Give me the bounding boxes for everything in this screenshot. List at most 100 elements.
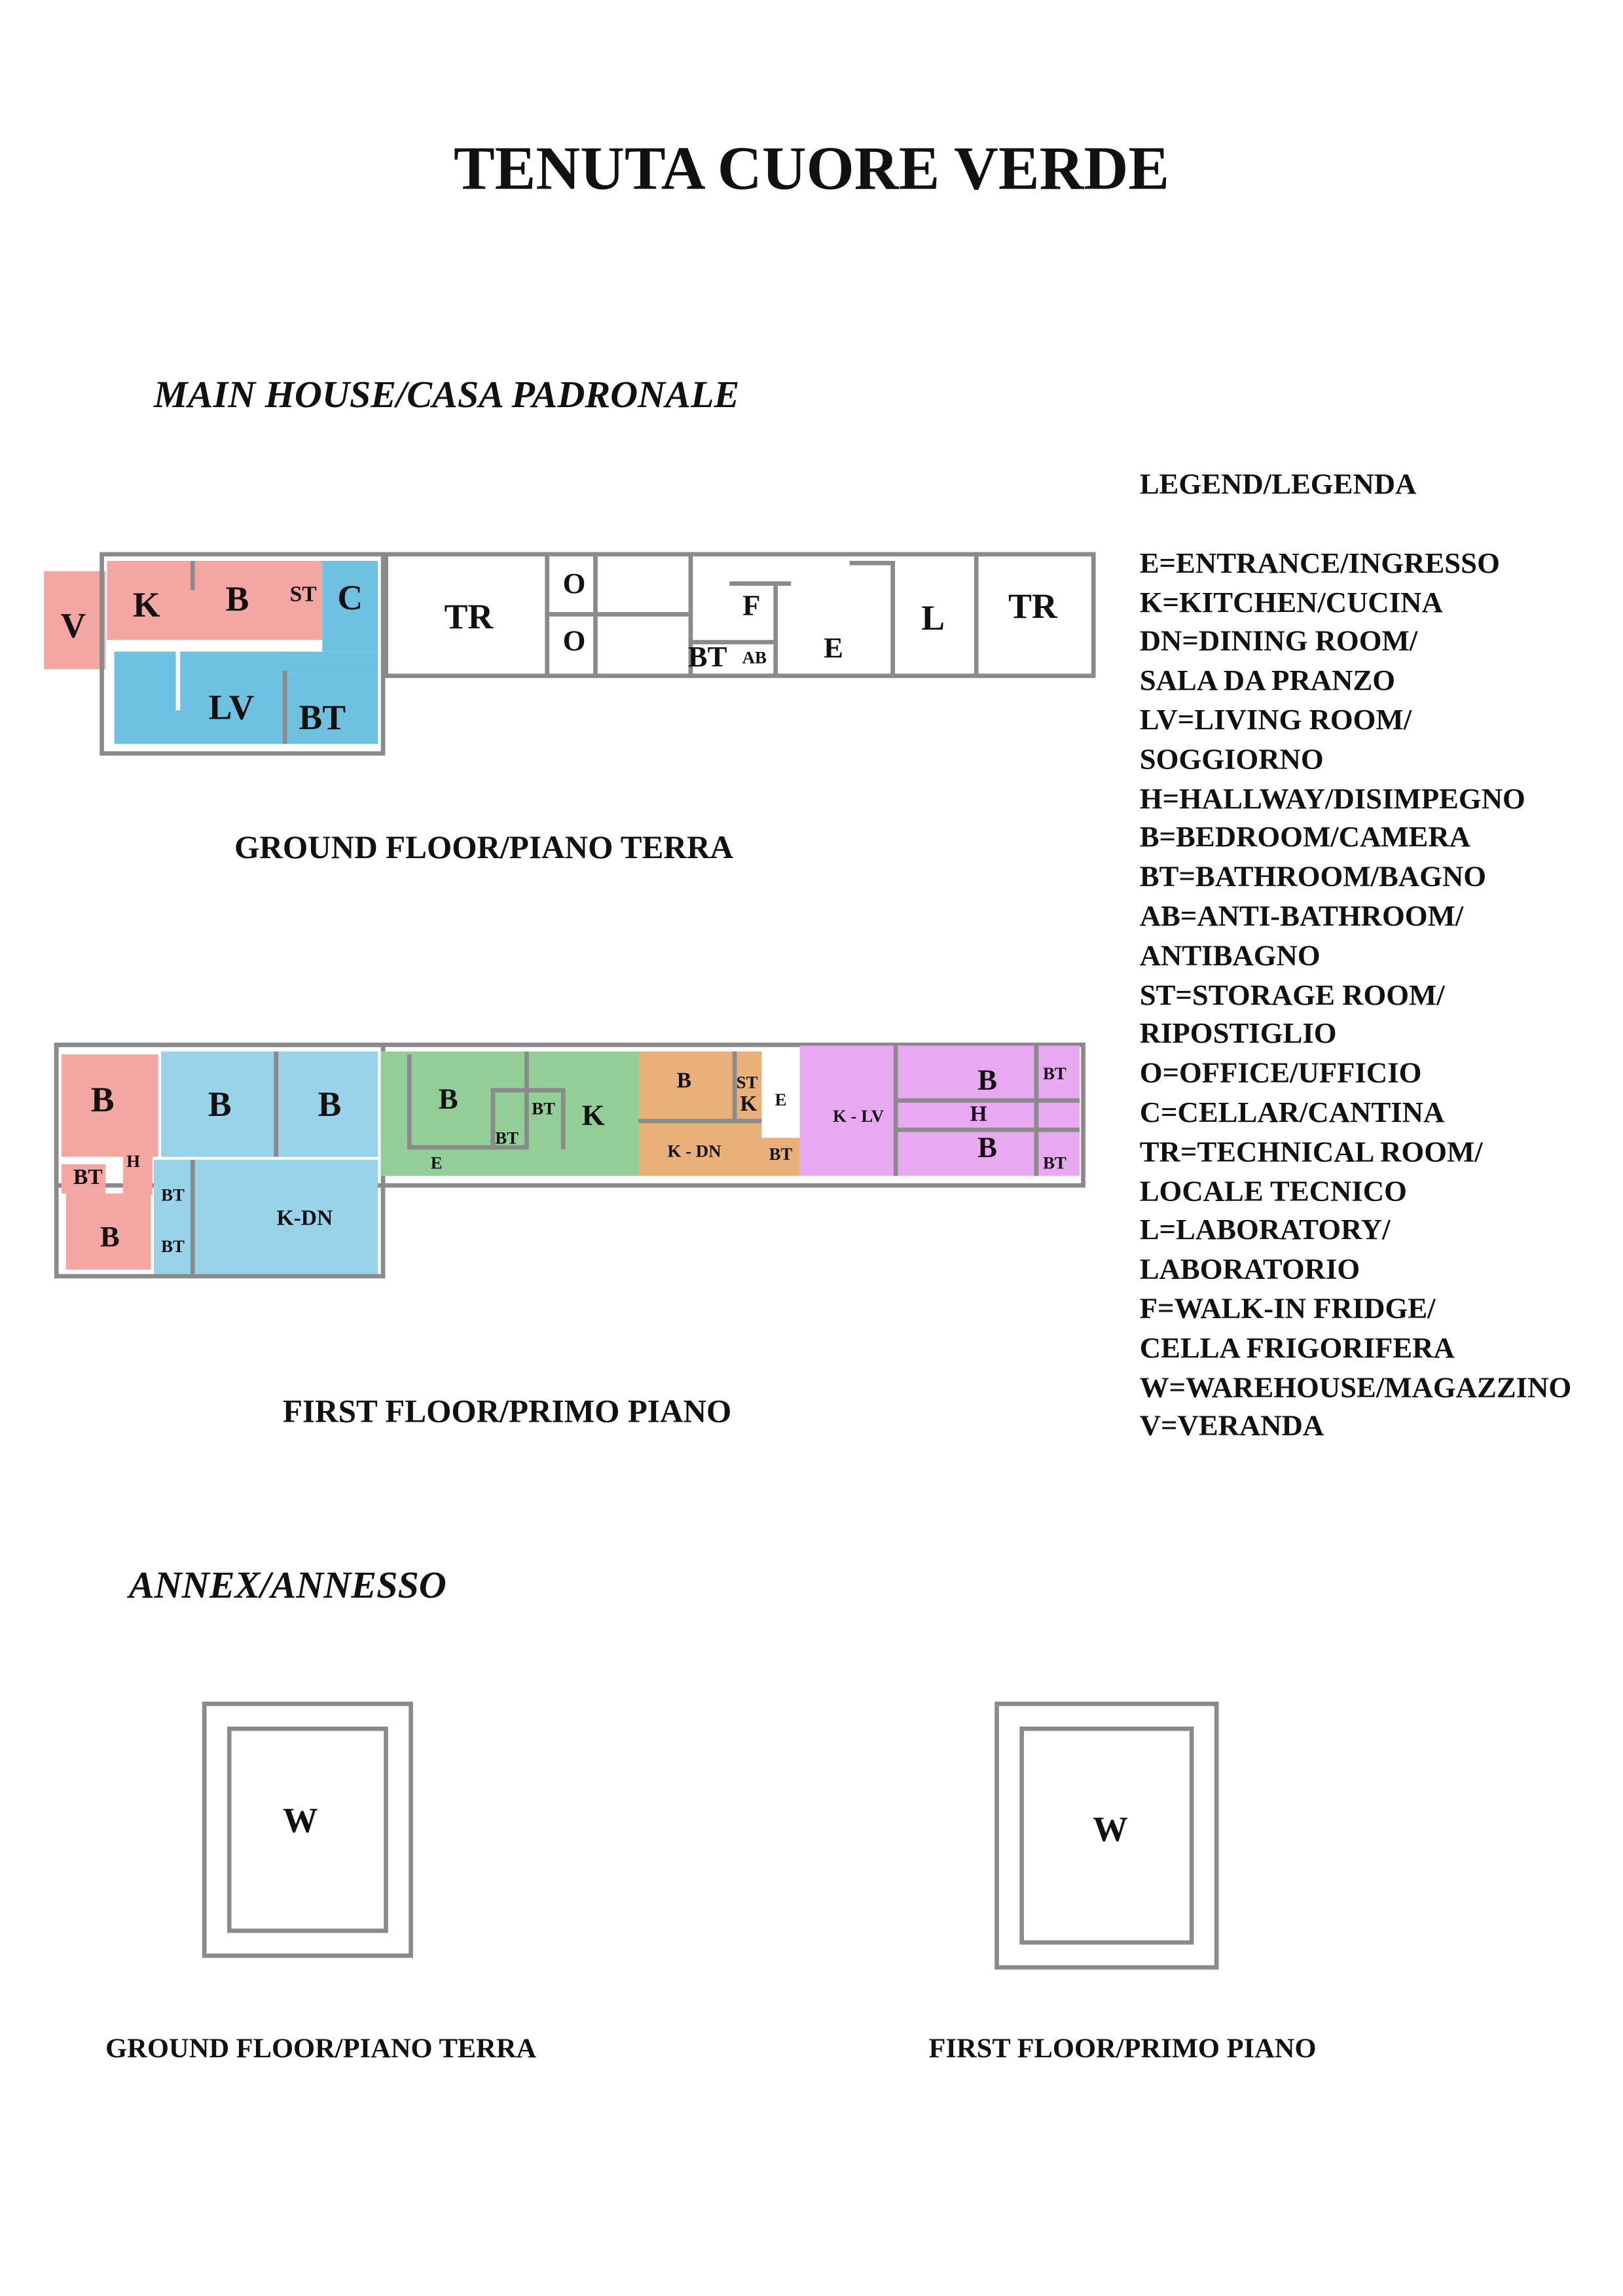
room-label: B [676, 1069, 692, 1094]
legend-line: E=ENTRANCE/INGRESSO [1139, 547, 1500, 580]
room-label: B [100, 1221, 120, 1254]
room-label: K-DN [276, 1207, 333, 1231]
room-label: LV [208, 689, 255, 728]
legend-line: RIPOSTIGLIO [1139, 1018, 1337, 1051]
wall-line [974, 552, 979, 678]
legend-line: BT=BATHROOM/BAGNO [1139, 861, 1487, 894]
legend-line: V=VERANDA [1139, 1410, 1324, 1443]
wall-line [688, 552, 693, 678]
room-label: K [132, 587, 160, 626]
room-label: F [742, 590, 761, 622]
room-bathroom [61, 1164, 106, 1194]
legend-line: SOGGIORNO [1139, 744, 1324, 776]
room-label: BT [495, 1127, 519, 1149]
wall-line [282, 670, 287, 744]
room-kitchen-dining [153, 1160, 378, 1274]
room-label: O [562, 568, 586, 601]
room-label: BT [687, 641, 727, 674]
legend-line: H=HALLWAY/DISIMPEGNO [1139, 783, 1525, 816]
annex-first-floor-caption: FIRST FLOOR/PRIMO PIANO [928, 2034, 1317, 2065]
room-label: O [562, 625, 586, 658]
legend-line: B=BEDROOM/CAMERA [1139, 822, 1470, 855]
room-bedrooms [161, 1051, 378, 1157]
first-floor-caption: FIRST FLOOR/PRIMO PIANO [282, 1392, 732, 1429]
room-label: E [430, 1152, 443, 1174]
legend-line: F=WALK-IN FRIDGE/ [1139, 1293, 1436, 1325]
room-label: B [977, 1132, 997, 1164]
wall-outline [100, 552, 386, 756]
room-label: K [740, 1093, 757, 1117]
wall-line [190, 1160, 195, 1274]
room-label: E [824, 632, 844, 665]
legend-line: SALA DA PRANZO [1139, 665, 1396, 698]
room-label: TR [1008, 588, 1057, 627]
room-label: H [126, 1151, 141, 1172]
wall-line [893, 1098, 1080, 1103]
legend-line: LABORATORIO [1139, 1253, 1360, 1286]
wall-line [545, 612, 692, 617]
room-label: W [1093, 1811, 1128, 1850]
annex-ground-floor-caption: GROUND FLOOR/PIANO TERRA [105, 2034, 537, 2065]
room-label: B [977, 1064, 997, 1097]
legend-line: ST=STORAGE ROOM/ [1139, 978, 1445, 1012]
ground-floor-caption: GROUND FLOOR/PIANO TERRA [234, 829, 734, 866]
room-label: BT [73, 1166, 103, 1190]
wall-line [849, 560, 891, 565]
legend-line: LV=LIVING ROOM/ [1139, 704, 1412, 737]
wall-line [407, 1145, 524, 1150]
wall-line [274, 1051, 279, 1157]
legend-line: DN=DINING ROOM/ [1139, 626, 1418, 658]
room-label: B [90, 1082, 115, 1121]
wall-line [773, 581, 778, 678]
wall-line [524, 1051, 529, 1150]
room-cellar [322, 560, 378, 652]
annex-first-floor-plan [994, 1701, 1219, 1970]
room-bedroom [61, 1054, 158, 1157]
room-label: V [60, 607, 86, 646]
room-label: L [921, 600, 945, 639]
room-k-b-st [107, 560, 323, 640]
room-label: BT [161, 1236, 185, 1257]
room-bathroom [758, 1138, 800, 1176]
room-label: BT [161, 1185, 185, 1206]
room-label: W [282, 1803, 318, 1841]
room-label: B [318, 1086, 342, 1125]
legend-line: K=KITCHEN/CUCINA [1139, 586, 1443, 619]
wall-line [1034, 1045, 1039, 1176]
room-label: BT [769, 1143, 793, 1164]
room-label: BT [1043, 1152, 1067, 1174]
wall-line [890, 560, 896, 678]
wall-line [688, 639, 774, 645]
annex-ground-floor-plan [202, 1701, 413, 1958]
wall-line [729, 581, 792, 586]
room-veranda [44, 571, 106, 670]
room-living [114, 651, 283, 744]
legend-line: CELLA FRIGORIFERA [1139, 1332, 1455, 1365]
room-label: H [970, 1103, 987, 1127]
wall-line [732, 1051, 737, 1119]
room-label: K [581, 1100, 605, 1132]
wall-outline [384, 552, 1096, 678]
wall-line [407, 1054, 412, 1145]
wall-line [638, 1119, 762, 1124]
wall-line [490, 1088, 561, 1093]
room-label: TR [444, 599, 494, 637]
main-house-heading: MAIN HOUSE/CASA PADRONALE [153, 373, 740, 416]
room-label: BT [299, 700, 346, 738]
legend-line: W=WAREHOUSE/MAGAZZINO [1139, 1371, 1572, 1404]
wall-line [560, 1088, 566, 1150]
wall-line [893, 1127, 1080, 1132]
room-label: K - DN [667, 1140, 721, 1162]
page-title: TENUTA CUORE VERDE [453, 136, 1170, 204]
wall-line [893, 1045, 898, 1176]
room-label: ST [289, 583, 317, 607]
room-violet-unit [799, 1045, 1080, 1176]
room-bedroom [65, 1193, 151, 1270]
room-label: K - LV [833, 1105, 884, 1126]
wall-line [175, 651, 181, 711]
legend: LEGEND/LEGENDA E=ENTRANCE/INGRESSO K=KIT… [1140, 465, 1572, 1446]
annex-heading: ANNEX/ANNESSO [128, 1564, 447, 1607]
room-label: B [208, 1086, 232, 1125]
room-orange-unit [638, 1051, 762, 1176]
